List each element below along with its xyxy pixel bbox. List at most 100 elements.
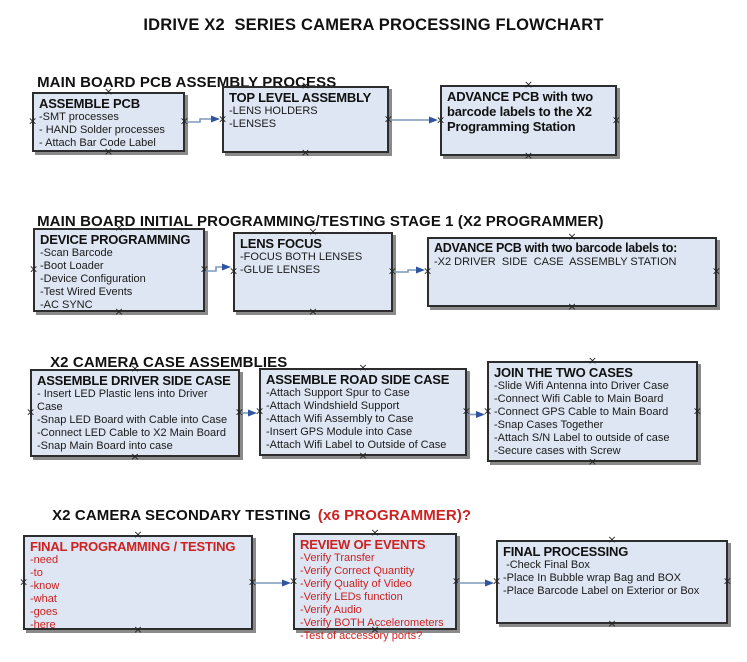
anchor-mark: ×	[289, 574, 299, 587]
flow-arrow	[468, 411, 485, 418]
anchor-mark: ×	[423, 264, 433, 278]
box-title: ASSEMBLE PCB	[39, 96, 140, 111]
box-title: FINAL PROCESSING	[503, 544, 629, 559]
section-heading-text: MAIN BOARD INITIAL PROGRAMMING/TESTING S…	[37, 213, 604, 230]
box-item: -Attach Windshield Support	[266, 400, 400, 412]
flow-box-assemble-road-side-case: ASSEMBLE ROAD SIDE CASE -Attach Support …	[255, 362, 471, 461]
box-title: ASSEMBLE ROAD SIDE CASE	[266, 372, 450, 387]
box-items: -Check Final Box-Place In Bubble wrap Ba…	[503, 559, 721, 598]
box-items: - Insert LED Plastic lens into Driver Ca…	[37, 388, 233, 453]
anchor-mark: ×	[308, 305, 318, 318]
box-item: -Verify BOTH Accelerometers	[300, 617, 444, 629]
box-title: ASSEMBLE DRIVER SIDE CASE	[37, 373, 231, 388]
box-item: -Check Final Box	[503, 559, 590, 571]
anchor-mark: ×	[247, 575, 257, 588]
box-item: -Attach Wifi Label to Outside of Case	[266, 439, 447, 451]
flow-box-final-processing: FINAL PROCESSING -Check Final Box-Place …	[492, 534, 732, 629]
box-items: -SMT processes- HAND Solder processes- A…	[39, 111, 178, 150]
box-item: -Test Wired Events	[40, 286, 133, 298]
box-item: -Place Barcode Label on Exterior or Box	[503, 585, 700, 597]
box-item: -Slide Wifi Antenna into Driver Case	[494, 380, 669, 392]
box-item: -need	[30, 554, 59, 566]
flow-box-final-programming-testing: FINAL PROGRAMMING / TESTING -need-to-kno…	[19, 529, 257, 635]
flow-box-advance-pcb-programming-station: ADVANCE PCB with two barcode labels to t…	[436, 79, 621, 161]
box-items: -Attach Support Spur to Case-Attach Wind…	[266, 387, 460, 452]
flow-box-advance-pcb-driver-side: ADVANCE PCB with two barcode labels to: …	[423, 231, 721, 312]
box-item: -Verify LEDs function	[300, 591, 403, 603]
box-item: -Snap Cases Together	[494, 419, 604, 431]
anchor-mark: ×	[483, 404, 493, 417]
anchor-mark: ×	[229, 264, 239, 278]
section-heading-text: X2 CAMERA CASE ASSEMBLIES	[50, 354, 288, 371]
box-item: -Verify Transfer	[300, 552, 375, 564]
box-item: -what	[30, 593, 57, 605]
box-item: -goes	[30, 606, 58, 618]
box-item: -to	[30, 567, 43, 579]
box-item: -Verify Quality of Video	[300, 578, 412, 590]
box-item: -SMT processes	[39, 111, 119, 123]
anchor-mark: ×	[28, 114, 38, 128]
flow-box-review-of-events: REVIEW OF EVENTS -Verify Transfer-Verify…	[289, 527, 461, 642]
box-items: -X2 DRIVER SIDE CASE ASSEMBLY STATION	[434, 256, 710, 269]
box-item: -know	[30, 580, 60, 592]
anchor-mark: ×	[722, 574, 732, 588]
anchor-mark: ×	[199, 262, 209, 276]
box-items: -LENS HOLDERS-LENSES	[229, 105, 382, 131]
section-heading-case-assemblies: X2 CAMERA CASE ASSEMBLIES	[33, 337, 287, 388]
box-title: ADVANCE PCB with two barcode labels to:	[434, 241, 677, 255]
flow-arrow	[254, 579, 291, 587]
box-item: -Snap Main Board into case	[37, 440, 173, 452]
flow-box-device-programming: DEVICE PROGRAMMING -Scan Barcode-Boot Lo…	[29, 222, 209, 317]
box-item: -X2 DRIVER SIDE CASE ASSEMBLY STATION	[434, 256, 677, 268]
anchor-mark: ×	[130, 450, 140, 463]
box-title: LENS FOCUS	[240, 236, 322, 251]
box-item: -Verify Audio	[300, 604, 362, 616]
box-item: -GLUE LENSES	[240, 264, 321, 276]
flow-arrow	[390, 116, 438, 124]
box-title: REVIEW OF EVENTS	[300, 537, 426, 552]
box-item: -Connect GPS Cable to Main Board	[494, 406, 669, 418]
anchor-mark: ×	[234, 405, 244, 419]
anchor-mark: ×	[451, 574, 461, 587]
anchor-mark: ×	[523, 149, 534, 162]
box-item: -Attach S/N Label to outside of case	[494, 432, 670, 444]
box-item: -Attach Support Spur to Case	[266, 387, 410, 399]
box-title: ADVANCE PCB with two barcode labels to t…	[447, 89, 593, 134]
anchor-mark: ×	[19, 575, 29, 588]
flow-box-join-the-two-cases: JOIN THE TWO CASES -Slide Wifi Antenna i…	[483, 355, 702, 467]
box-item: -LENS HOLDERS	[229, 105, 318, 117]
box-item: -Attach Wifi Assembly to Case	[266, 413, 414, 425]
anchor-mark: ×	[218, 112, 228, 125]
flow-arrow	[186, 115, 220, 123]
box-item: -Connect LED Cable to X2 Main Board	[37, 427, 226, 439]
box-title: JOIN THE TWO CASES	[494, 365, 633, 380]
anchor-mark: ×	[607, 617, 617, 630]
anchor-mark: ×	[358, 449, 368, 462]
box-item: -LENSES	[229, 118, 277, 130]
box-title: DEVICE PROGRAMMING	[40, 232, 191, 247]
box-item: -Boot Loader	[40, 260, 104, 272]
anchor-mark: ×	[587, 455, 598, 468]
flow-box-assemble-pcb: ASSEMBLE PCB -SMT processes- HAND Solder…	[28, 86, 189, 157]
box-items: -Slide Wifi Antenna into Driver Case -Con…	[494, 380, 691, 458]
anchor-mark: ×	[383, 112, 393, 125]
box-item: - Attach Bar Code Label	[39, 137, 156, 149]
anchor-mark: ×	[461, 404, 471, 418]
section-heading-red-suffix: (x6 PROGRAMMER)?	[317, 507, 472, 524]
flow-arrow	[206, 263, 231, 272]
anchor-mark: ×	[29, 262, 39, 276]
box-items: -Verify Transfer-Verify Correct Quantity…	[300, 552, 450, 643]
anchor-mark: ×	[567, 300, 577, 313]
flow-box-top-level-assembly: TOP LEVEL ASSEMBLY -LENS HOLDERS-LENSES …	[218, 80, 393, 158]
box-item: -Snap LED Board with Cable into Case	[37, 414, 228, 426]
box-items: -Scan Barcode-Boot Loader-Device Configu…	[40, 247, 198, 312]
box-item: - HAND Solder processes	[39, 124, 165, 136]
section-heading-initial-programming: MAIN BOARD INITIAL PROGRAMMING/TESTING S…	[20, 196, 604, 247]
anchor-mark: ×	[492, 574, 502, 588]
anchor-mark: ×	[611, 113, 621, 126]
box-items: -need-to-know-what-goes-here	[30, 554, 246, 632]
anchor-mark: ×	[255, 404, 265, 418]
box-item: -AC SYNC	[40, 299, 93, 311]
box-items: -FOCUS BOTH LENSES-GLUE LENSES	[240, 251, 386, 277]
box-item: -Test of accessory ports?	[300, 630, 423, 642]
